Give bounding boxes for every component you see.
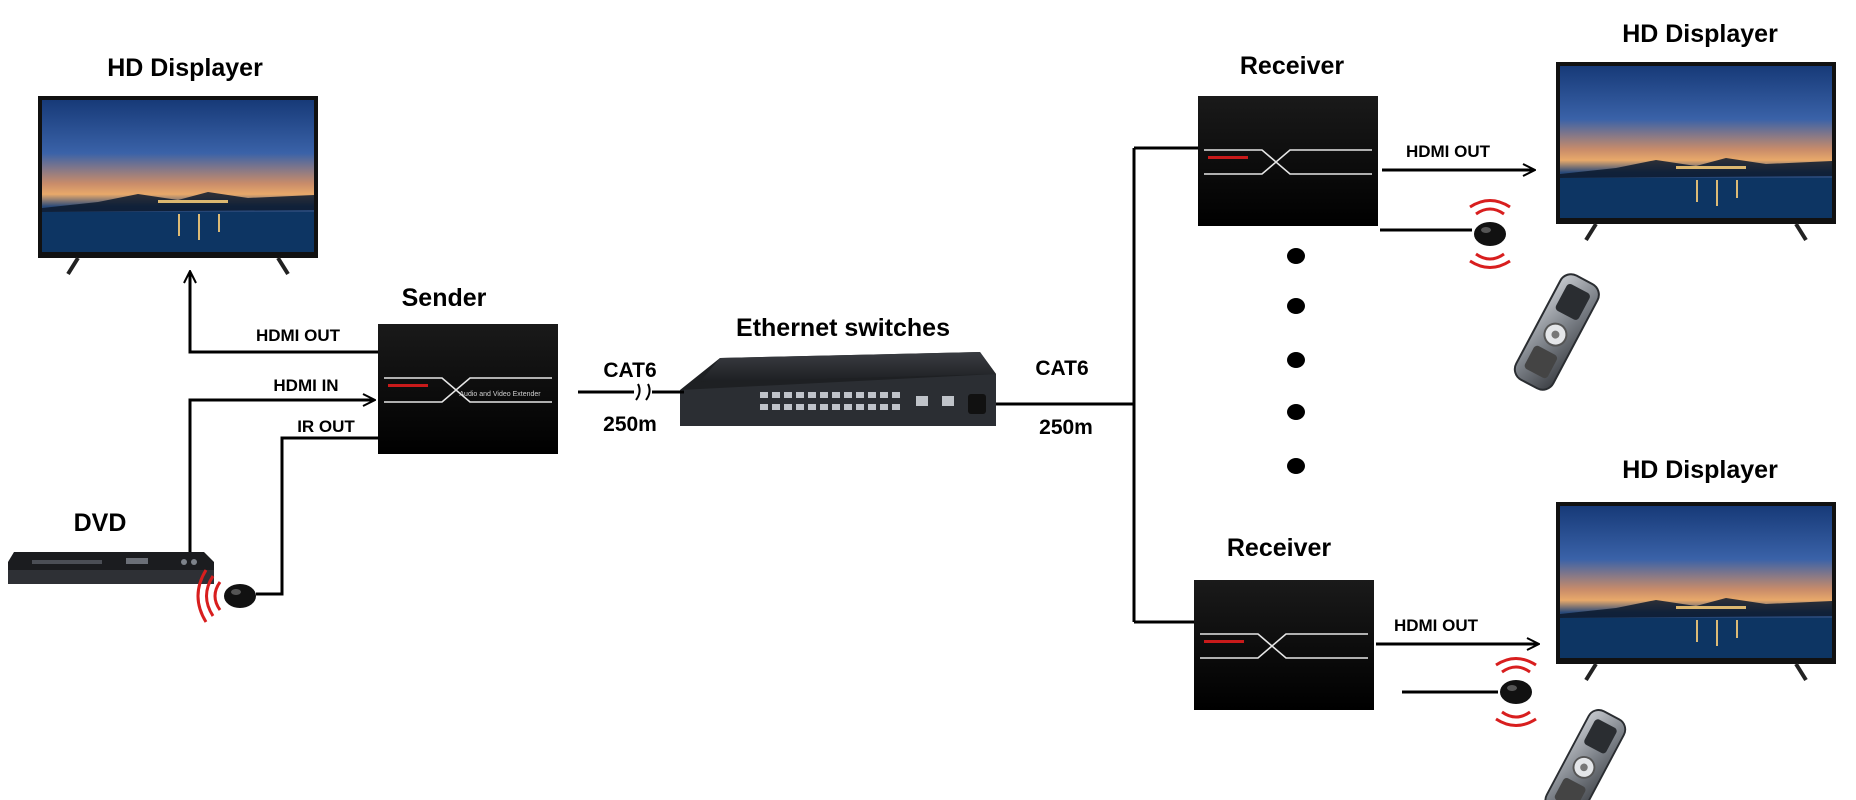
connection-lines [190, 146, 1538, 694]
tv-icon [1554, 500, 1838, 682]
ir-receiver-icon [1469, 199, 1511, 269]
switch-icon [680, 352, 996, 426]
label-cat6-left: CAT6 [603, 359, 656, 382]
tv-icon [36, 94, 320, 276]
label-hdmi-out-sender: HDMI OUT [256, 326, 341, 345]
sender-box [377, 323, 559, 455]
ir-emitter-icon [196, 569, 256, 623]
tv-icon [1554, 60, 1838, 242]
label-hdmi-out-receiver-top: HDMI OUT [1406, 142, 1491, 161]
receiver-box-bottom [1193, 579, 1375, 711]
label-distance-left: 250m [603, 413, 657, 436]
sender-caption: Audio and Video Extender [459, 391, 541, 398]
label-distance-right: 250m [1039, 416, 1093, 439]
ir-receiver-icon [1495, 657, 1537, 727]
label-receiver-top: Receiver [1240, 52, 1345, 80]
remote-control-icon [1509, 269, 1605, 395]
label-ethernet-switches: Ethernet switches [736, 314, 950, 342]
label-cat6-right: CAT6 [1035, 357, 1088, 380]
more-receivers-dots [1287, 248, 1305, 474]
dvd-player-icon [8, 552, 214, 584]
label-hdmi-out-receiver-bottom: HDMI OUT [1394, 616, 1479, 635]
label-dvd: DVD [74, 509, 127, 537]
label-ir-out: IR OUT [297, 417, 355, 436]
label-sender: Sender [402, 284, 487, 312]
label-hd-displayer-bottom-right: HD Displayer [1622, 456, 1778, 484]
label-hd-displayer-top-right: HD Displayer [1622, 20, 1778, 48]
label-receiver-bottom: Receiver [1227, 534, 1332, 562]
label-hdmi-in: HDMI IN [273, 376, 338, 395]
receiver-box-top [1197, 95, 1379, 227]
remote-control-icon [1540, 705, 1631, 800]
label-hd-displayer-left: HD Displayer [107, 54, 263, 82]
